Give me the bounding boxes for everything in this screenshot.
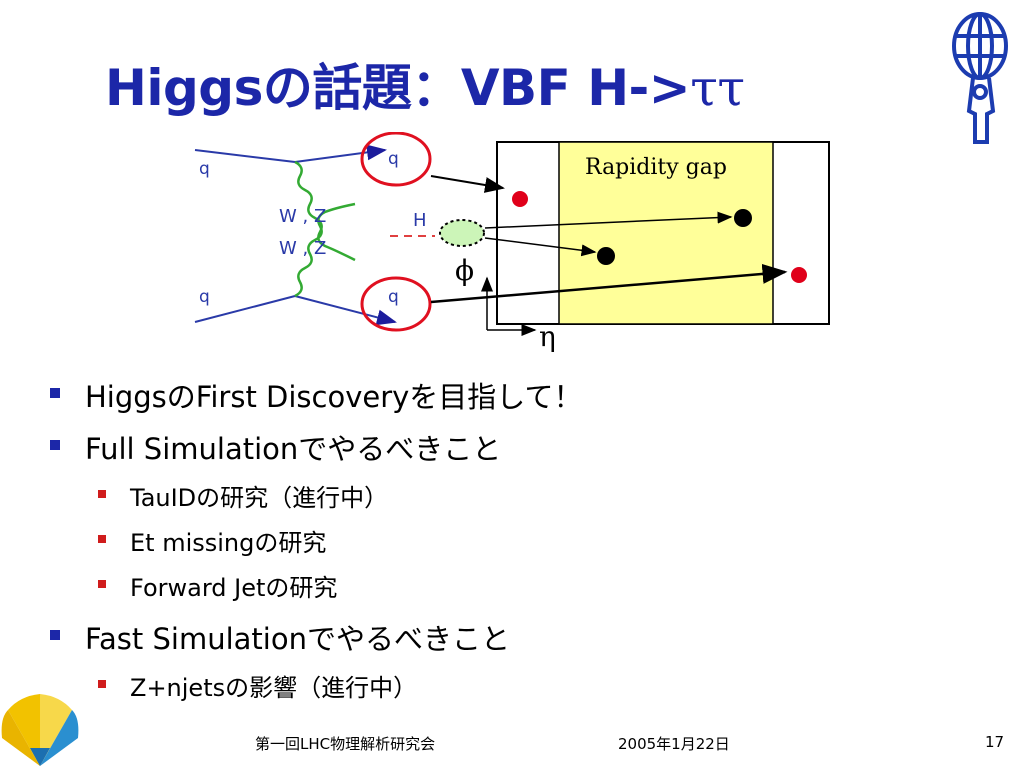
lepton-dot-left xyxy=(512,191,528,207)
phi-label: ϕ xyxy=(455,254,474,287)
sub-bullet-text: Et missingの研究 xyxy=(130,529,327,557)
higgs-blob xyxy=(439,219,485,247)
arrow-bot-jet xyxy=(430,263,788,304)
bullet-marker xyxy=(50,388,60,398)
bullet-marker xyxy=(50,440,60,450)
footer-conference: 第一回LHC物理解析研究会 xyxy=(255,735,436,753)
rapidity-gap-label: Rapidity gap xyxy=(585,155,727,180)
jet-dot-lower xyxy=(597,247,615,265)
quark-label-tl: q xyxy=(199,159,210,179)
tag-circle-bot xyxy=(360,276,432,332)
jet-dot-upper xyxy=(734,209,752,227)
boson-label-bot: W , Z xyxy=(279,238,326,259)
sub-bullet-marker xyxy=(98,680,106,688)
footer-page-number: 17 xyxy=(985,733,1005,751)
bullet-text: Full Simulationでやるべきこと xyxy=(85,432,502,466)
arrow-top-jet xyxy=(430,175,505,193)
eta-label: η xyxy=(539,320,556,353)
higgs-label: H xyxy=(413,210,427,231)
sub-bullet-marker xyxy=(98,535,106,543)
arrow-higgs-b xyxy=(484,237,597,257)
bullet-marker xyxy=(50,630,60,640)
vbf-diagram: q q q q W , Z W , Z H Rapidity gap ϕ η xyxy=(194,132,830,353)
sub-bullet-marker xyxy=(98,580,106,588)
quark-line-bot-out xyxy=(294,295,397,326)
quark-line-top-out xyxy=(294,144,387,163)
quark-line-bot-in xyxy=(194,295,296,323)
boson-bot xyxy=(294,202,356,298)
bullet-text: HiggsのFirst Discoveryを目指して！ xyxy=(85,380,583,414)
university-logo-icon xyxy=(1,694,79,766)
tag-circle-top xyxy=(360,132,432,187)
atlas-logo-icon xyxy=(952,12,1008,144)
lepton-dot-right xyxy=(791,267,807,283)
arrow-higgs-a xyxy=(484,211,733,229)
quark-label-tr: q xyxy=(388,149,399,169)
slide-title: Higgsの話題：VBF H->ττ xyxy=(105,48,745,120)
sub-bullet-marker xyxy=(98,490,106,498)
quark-line-top-in xyxy=(194,149,296,163)
sub-bullet-text: Z+njetsの影響（進行中） xyxy=(130,674,418,702)
bullet-text: Fast Simulationでやるべきこと xyxy=(85,622,510,656)
boson-label-top: W , Z xyxy=(279,206,326,227)
rapidity-gap-band xyxy=(558,141,774,325)
sub-bullet-text: TauIDの研究（進行中） xyxy=(130,484,389,512)
boson-top xyxy=(294,160,356,262)
quark-label-bl: q xyxy=(199,287,210,307)
quark-label-br: q xyxy=(388,287,399,307)
title-main: Higgsの話題：VBF H-> xyxy=(105,59,691,117)
title-tau: ττ xyxy=(690,59,745,117)
sub-bullet-text: Forward Jetの研究 xyxy=(130,574,338,602)
footer-date: 2005年1月22日 xyxy=(618,735,730,753)
